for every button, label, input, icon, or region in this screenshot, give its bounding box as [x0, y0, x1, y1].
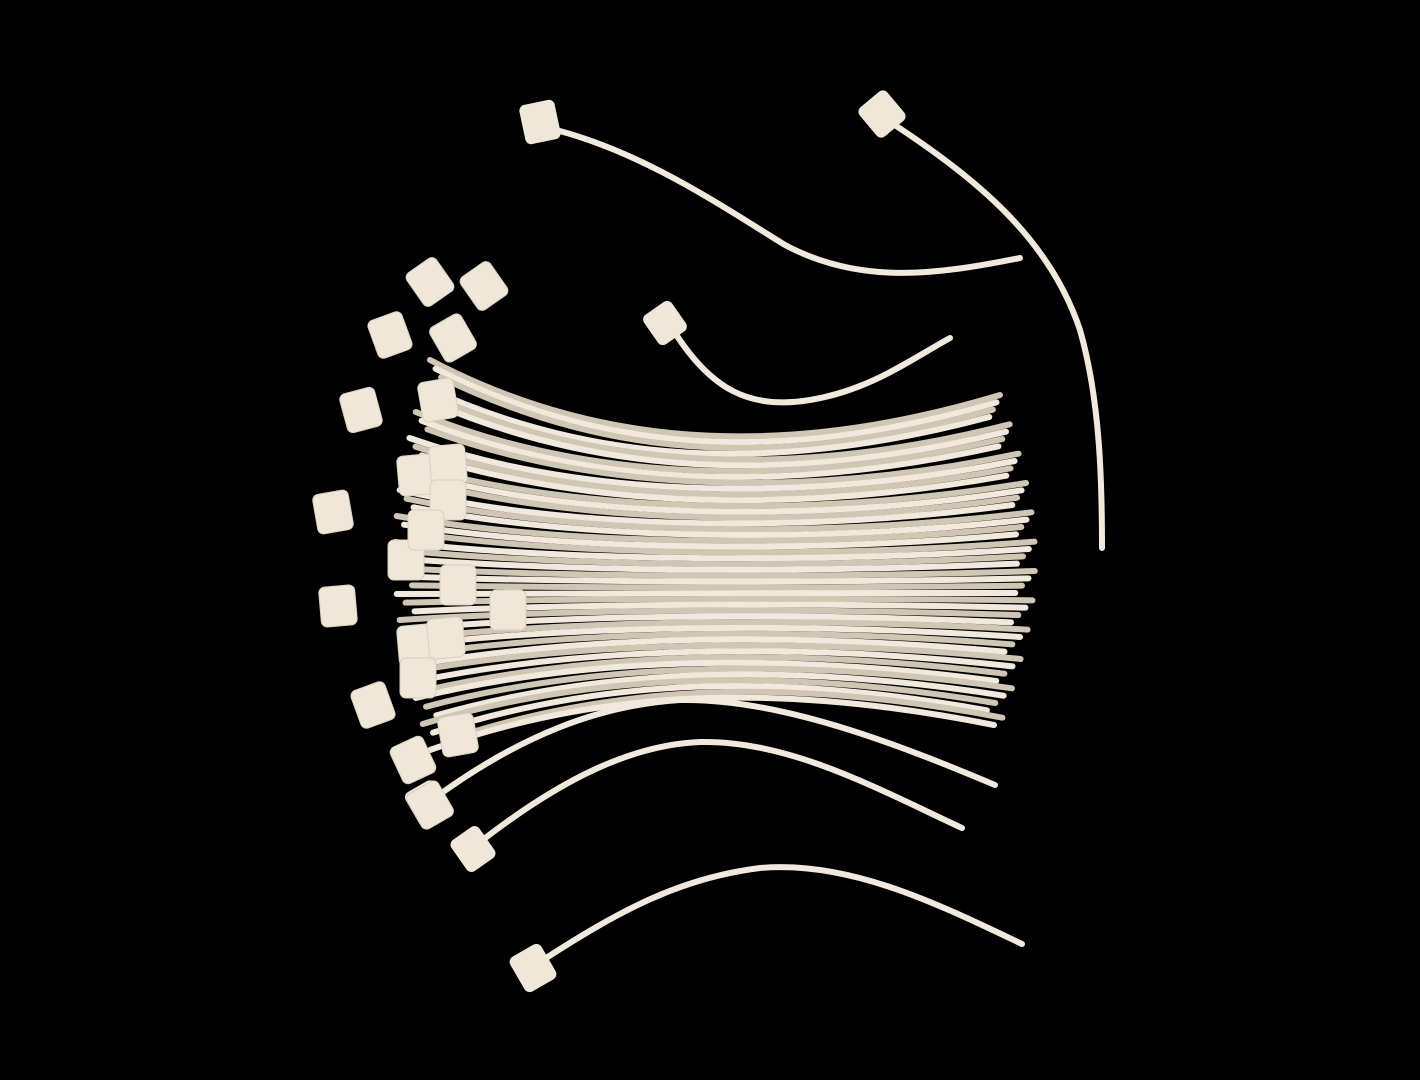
tie-heads [312, 257, 527, 830]
tie-strap [429, 696, 998, 803]
bundle-tie-strap [440, 688, 1006, 745]
bundle-tie-strap [408, 530, 1038, 556]
bundle-tie-strap [406, 435, 1018, 492]
bundle-tie-strap [431, 400, 1009, 469]
bundle-tie-strap [396, 487, 1016, 527]
tie-head [407, 509, 445, 551]
tie-strap [881, 115, 1105, 551]
bundle-tie-strap [433, 671, 1007, 719]
bundle-tie-strap [406, 642, 1024, 675]
loose-tie-top-left [519, 99, 1023, 276]
bundle-tie-strap [415, 619, 1031, 641]
bundle-tie-strap [432, 365, 1000, 446]
tie-strap [669, 325, 953, 406]
bundle-tie-strap [400, 461, 1030, 509]
bundle-tie-strap [396, 607, 1022, 623]
bundle-tie-strap [410, 504, 1030, 539]
bundle-tie-strap [424, 426, 1022, 486]
bundle-tie-strap [405, 613, 1015, 632]
bundle-tie-strap [413, 478, 1021, 521]
tie-head [399, 657, 437, 699]
bundle-tie-strap [407, 469, 1025, 515]
loose-tie-bottom [509, 864, 1025, 993]
tie-head [489, 589, 527, 631]
tie-head [437, 712, 479, 758]
tie-head [367, 311, 413, 359]
tie-head [509, 943, 557, 993]
tie-head [858, 90, 906, 138]
bundle-tie-strap [410, 630, 1016, 658]
tie-strap [537, 864, 1025, 965]
tie-head [405, 257, 455, 307]
bundle-tie-strap [412, 443, 1014, 498]
bundle-tie-strap [403, 495, 1035, 533]
bundle-tie-strap [393, 590, 1019, 597]
tie-head [439, 564, 477, 606]
bundle-tie-strap [409, 582, 1025, 591]
loose-tie-middle [643, 300, 953, 406]
tie-head [643, 300, 687, 346]
bundle-tie-strap [427, 357, 1003, 440]
tie-head [318, 584, 358, 628]
tie-strap [477, 738, 965, 845]
tie-head [429, 313, 477, 363]
bundle-tie-strap [416, 648, 1016, 684]
loose-tie-lower-1 [450, 738, 965, 872]
bundle-tie-strap [420, 636, 1008, 667]
tie-head [406, 780, 454, 830]
bundle-tie-strap [401, 521, 1019, 550]
tie-head [459, 261, 509, 311]
bundle-tie-strap [419, 677, 999, 727]
tie-head [339, 386, 383, 434]
tie-head [312, 489, 354, 535]
bundle-tie-strap [392, 539, 1032, 562]
tie-head [417, 377, 459, 423]
bundle-tie-strap [393, 513, 1025, 544]
tie-head [519, 99, 561, 145]
bundle-tie-strap [430, 683, 990, 736]
tie-head [350, 681, 396, 729]
loose-tie-top-right [858, 90, 1105, 551]
bundle-tie-strap [412, 659, 1000, 701]
bundle-tie-strap [400, 573, 1032, 585]
bundle-tie-strap [438, 374, 996, 451]
cable-tie-bundle [392, 357, 1038, 753]
bundle-tie-strap [400, 547, 1026, 568]
bundle-tie-strap [400, 624, 1024, 649]
bundle-tie-strap [423, 665, 1015, 710]
bundle-tie-strap [418, 452, 1010, 504]
tie-head [450, 826, 496, 872]
bundle-tie-strap [418, 417, 1002, 481]
tie-strap [545, 125, 1023, 276]
bundle-tie-strap [425, 391, 1013, 463]
tie-head [389, 735, 437, 785]
bundle-tie-strap [402, 595, 1036, 606]
bundle-tie-strap [408, 556, 1020, 573]
bundle-tie-strap [412, 409, 1006, 475]
bundle-tie-strap [426, 653, 1008, 693]
tie-head [426, 616, 466, 660]
bundle-tie-strap [419, 383, 993, 457]
